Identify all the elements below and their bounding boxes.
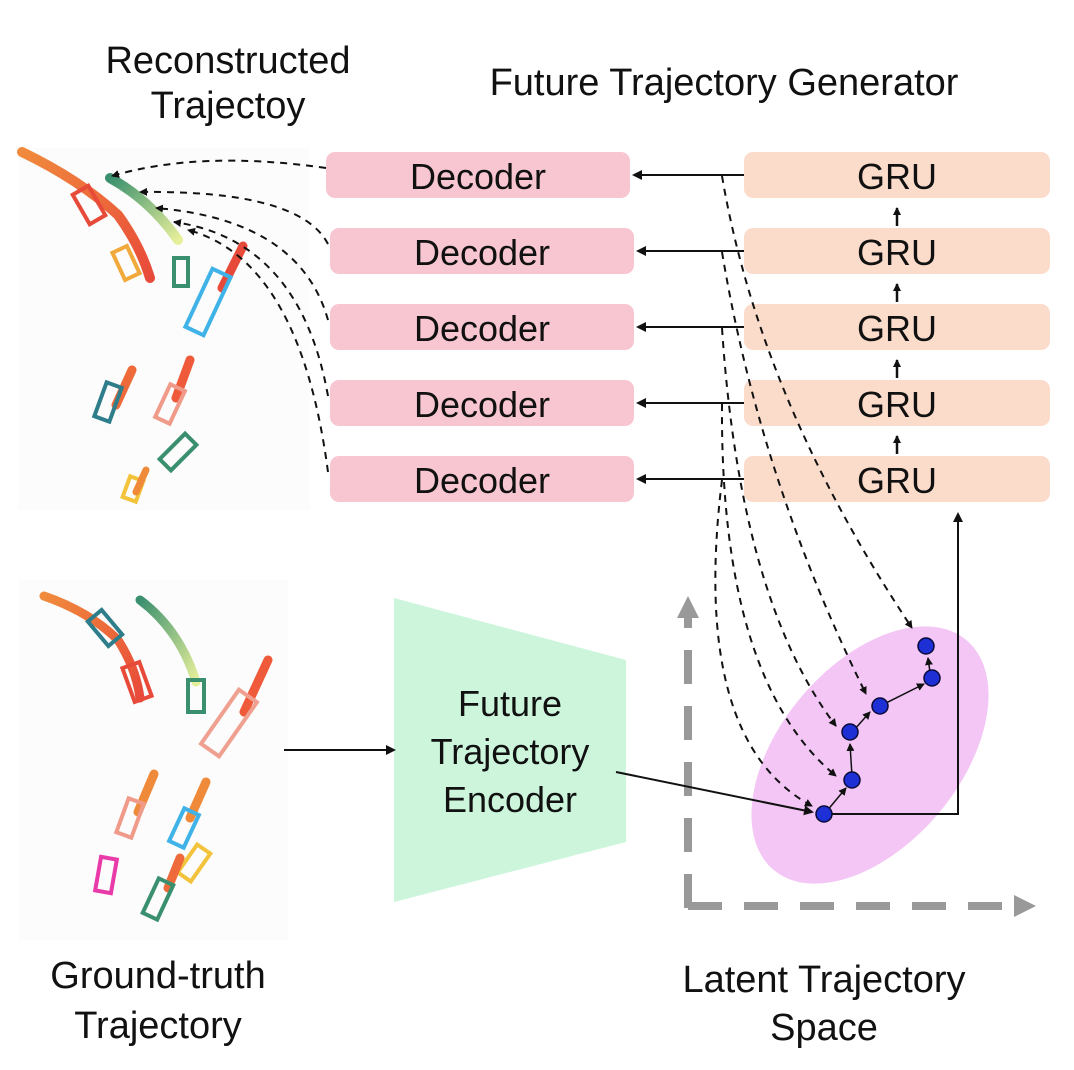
encoder-label-line1: Future — [458, 683, 562, 724]
gru-box-4 — [744, 380, 1050, 426]
latent-points — [815, 637, 941, 823]
decoder-to-reconstruction-arrows — [111, 159, 329, 473]
encoder-to-latent-arrow — [615, 771, 814, 816]
gru-box-5 — [744, 456, 1050, 502]
decoder-label-5: Decoder — [414, 460, 550, 501]
ground-truth-trajectory-scene — [18, 580, 288, 940]
reconstruct-arrow-1 — [111, 159, 327, 178]
reconstruct-arrow-5 — [187, 227, 329, 473]
reconstructed-title-line1: Reconstructed — [105, 40, 350, 82]
reconstruct-arrow-2 — [139, 187, 329, 245]
gru-box-2 — [744, 228, 1050, 274]
gru-column: GRU GRU GRU GRU GRU — [744, 152, 1050, 502]
gru-box-3 — [744, 304, 1050, 350]
gru-label-5: GRU — [857, 460, 937, 501]
encoder-label-line3: Encoder — [443, 779, 577, 820]
reconstruct-arrow-3 — [155, 204, 329, 321]
decoder-label-1: Decoder — [410, 156, 546, 197]
decoder-label-3: Decoder — [414, 308, 550, 349]
encoder-trapezoid — [394, 598, 626, 902]
latent-point-6 — [917, 637, 935, 655]
decoder-box-5 — [330, 456, 634, 502]
reconstructed-title-line2: Trajectoy — [151, 85, 306, 127]
latent-point-3 — [841, 723, 859, 741]
latent-link-5 — [714, 479, 813, 807]
latent-to-gru-arrow — [832, 512, 963, 815]
latent-space-label-line1: Latent Trajectory — [682, 959, 965, 1001]
gru-to-decoder-arrows — [632, 170, 744, 484]
reconstructed-trajectory-scene — [17, 147, 310, 510]
generator-title: Future Trajectory Generator — [490, 62, 959, 104]
latent-link-3 — [721, 327, 837, 727]
decoder-box-3 — [330, 304, 634, 350]
latent-to-gru-dashed-links — [714, 175, 913, 807]
ground-truth-label-line2: Trajectory — [74, 1005, 242, 1047]
gru-label-1: GRU — [857, 156, 937, 197]
decoder-box-2 — [330, 228, 634, 274]
latent-point-4 — [871, 697, 889, 715]
latent-point-5 — [923, 669, 941, 687]
decoder-column: Decoder Decoder Decoder Decoder Decoder — [326, 152, 634, 502]
ground-truth-label-line1: Ground-truth — [50, 955, 265, 997]
latent-link-1 — [721, 175, 913, 629]
gru-label-2: GRU — [857, 232, 937, 273]
latent-link-4 — [720, 403, 837, 777]
decoder-label-2: Decoder — [414, 232, 550, 273]
latent-distribution-ellipse — [751, 626, 989, 884]
reconstruct-arrow-4 — [173, 219, 329, 397]
gru-box-1 — [744, 152, 1050, 198]
latent-point-1 — [815, 805, 833, 823]
latent-space-axes — [677, 596, 1036, 917]
decoder-box-1 — [326, 152, 630, 198]
encoder-label-line2: Trajectory — [431, 731, 590, 772]
gru-label-4: GRU — [857, 384, 937, 425]
decoder-label-4: Decoder — [414, 384, 550, 425]
latent-point-2 — [843, 771, 861, 789]
gru-label-3: GRU — [857, 308, 937, 349]
latent-space-label-line2: Space — [770, 1007, 878, 1049]
decoder-box-4 — [330, 380, 634, 426]
